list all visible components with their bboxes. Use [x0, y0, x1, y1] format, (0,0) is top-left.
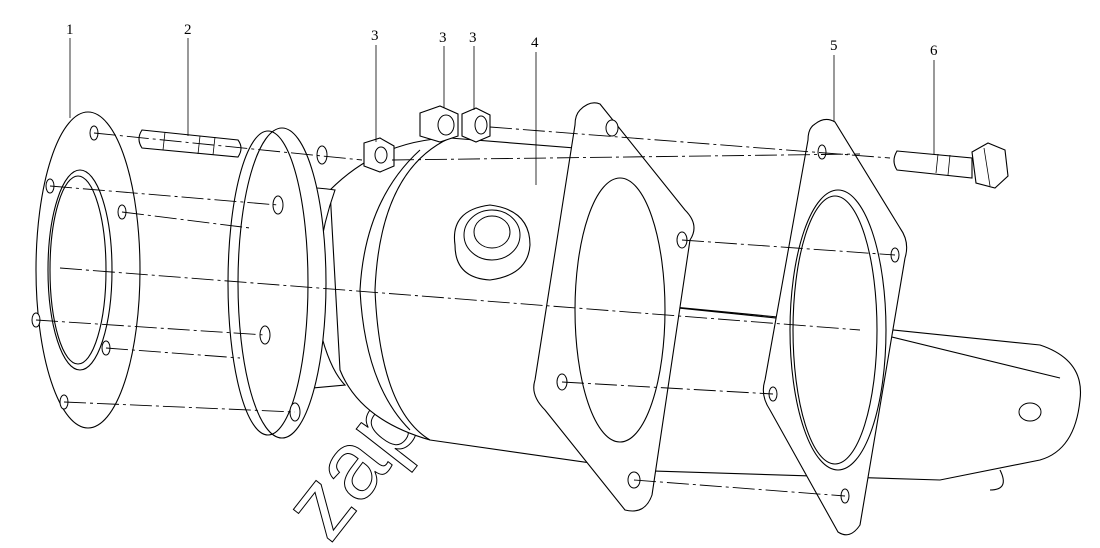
callout-labels: 1 2 3 3 3 4 5 6 [66, 22, 938, 59]
square-gasket [762, 118, 908, 536]
leader-lines [69, 38, 935, 185]
callout-3-nut-right: 3 [469, 30, 477, 46]
callout-2: 2 [184, 22, 192, 38]
nut-single [363, 137, 395, 173]
callout-3-single-nut: 3 [371, 28, 379, 44]
assembly-axes [35, 126, 896, 497]
callout-5: 5 [830, 38, 838, 54]
housing-round-flange [227, 127, 328, 439]
callout-4: 4 [531, 35, 539, 51]
stud-pin [138, 129, 242, 158]
nut-pair [419, 105, 491, 143]
bolt [893, 142, 1009, 189]
callout-6: 6 [930, 43, 938, 59]
boss-fitting [453, 204, 531, 281]
callout-3-nut-left: 3 [439, 30, 447, 46]
callout-1: 1 [66, 22, 74, 38]
